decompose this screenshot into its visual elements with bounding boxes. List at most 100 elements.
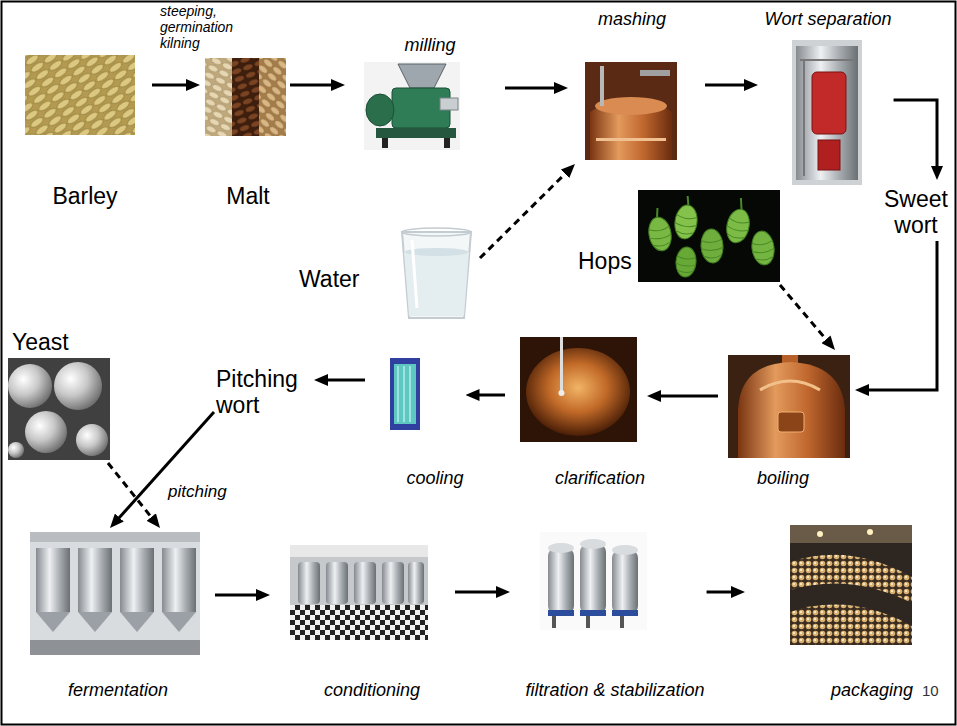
process-step: cooling xyxy=(365,350,466,495)
label-holder: 10 xyxy=(922,682,939,699)
step-label: filtration & stabilization xyxy=(525,680,704,701)
lauter-tun-photo xyxy=(812,72,846,134)
fermentation-tanks-photo xyxy=(78,612,112,632)
mill-machine xyxy=(382,138,388,148)
material-node: Sweet wort xyxy=(880,180,954,241)
mash-tun-photo xyxy=(600,66,604,106)
conditioning-cellar-photo xyxy=(290,545,428,640)
hops-photo xyxy=(655,208,659,217)
fermentation-tanks-photo xyxy=(30,532,200,655)
mill-machine xyxy=(364,62,460,150)
lauter-tun-photo xyxy=(800,59,854,61)
node-label: Hops xyxy=(578,248,632,274)
hops-photo xyxy=(648,226,673,248)
material-node: Water xyxy=(295,222,480,327)
hops-photo xyxy=(673,215,697,236)
hops-photo xyxy=(701,239,724,258)
mill-machine xyxy=(366,94,394,126)
material-node: Pitching wort xyxy=(214,365,314,421)
water-glass xyxy=(402,228,471,318)
hops-photo xyxy=(675,256,696,273)
water-glass xyxy=(402,232,471,318)
slide-number: 10 xyxy=(922,682,939,699)
conditioning-cellar-photo xyxy=(290,605,428,640)
bottling-line-photo xyxy=(790,525,912,543)
heat-exchanger xyxy=(394,364,416,424)
brew-kettle-photo xyxy=(728,355,850,458)
conditioning-cellar-photo xyxy=(408,562,424,604)
brew-kettle-photo xyxy=(760,381,820,390)
hops-photo xyxy=(751,241,775,262)
fermentation-tanks-photo xyxy=(162,612,196,632)
whirlpool-photo xyxy=(559,390,565,396)
hops-photo xyxy=(675,246,698,278)
barley-photo xyxy=(25,55,135,135)
step-label: cooling xyxy=(406,468,463,489)
yeast-photo xyxy=(8,358,110,460)
flow-arrow xyxy=(323,379,365,382)
lauter-tun-photo xyxy=(796,46,858,180)
heat-exchanger xyxy=(404,366,405,422)
whirlpool-photo xyxy=(526,348,630,436)
process-step: conditioning xyxy=(270,540,455,708)
yeast-photo xyxy=(25,411,67,453)
water-glass xyxy=(402,228,471,236)
filter-housings-photo xyxy=(612,610,638,616)
brew-kettle-photo xyxy=(778,412,804,432)
lauter-tun-photo xyxy=(792,40,862,185)
hops-photo xyxy=(673,195,701,241)
bottling-line-photo xyxy=(790,605,912,645)
fermentation-tanks-photo xyxy=(120,612,154,632)
filter-housings-photo xyxy=(548,610,574,616)
malt-photo xyxy=(232,58,259,136)
flow-arrow xyxy=(455,591,501,594)
filter-housings-photo xyxy=(552,616,556,628)
yeast-photo xyxy=(76,424,108,456)
step-label: fermentation xyxy=(68,680,168,701)
hops-photo xyxy=(700,228,724,263)
hops-photo xyxy=(750,230,777,267)
fermentation-tanks-photo xyxy=(36,548,70,612)
heat-exchanger xyxy=(390,358,420,430)
flow-arrow xyxy=(505,87,559,90)
hops-photo xyxy=(638,190,780,282)
fermentation-tanks-photo xyxy=(30,532,200,542)
flow-arrow xyxy=(215,594,261,597)
lauter-tun-photo xyxy=(803,60,805,176)
hops-photo xyxy=(739,198,744,209)
edge-label: pitching xyxy=(168,482,227,502)
conditioning-cellar-photo xyxy=(290,545,428,640)
mill-machine xyxy=(398,64,446,88)
step-label: Wort separation xyxy=(764,9,891,30)
conditioning-cellar-photo xyxy=(326,562,348,604)
node-label: Pitching wort xyxy=(216,366,312,419)
mash-tun-photo xyxy=(590,98,672,160)
mash-tun-photo xyxy=(640,70,670,76)
bottling-line-photo xyxy=(867,529,873,535)
flow-arrow xyxy=(705,84,749,87)
filter-housings-photo xyxy=(548,548,574,614)
node-label: Sweet wort xyxy=(880,186,952,239)
fermentation-tanks-photo xyxy=(120,548,154,612)
water-glass xyxy=(412,240,417,308)
process-step: milling xyxy=(345,33,505,155)
node-label: Yeast xyxy=(12,329,69,355)
process-step: packaging xyxy=(745,520,918,708)
heat-exchanger xyxy=(390,358,420,430)
process-step: mashing xyxy=(568,6,705,164)
filter-housings-photo xyxy=(580,544,606,614)
fermentation-tanks-photo xyxy=(36,612,70,632)
flow-arrow xyxy=(116,412,214,521)
lauter-tun-photo xyxy=(792,40,862,185)
flow-arrow xyxy=(152,84,191,87)
step-label: milling xyxy=(404,35,455,56)
conditioning-cellar-photo xyxy=(290,545,428,557)
barley-photo xyxy=(25,55,135,135)
whirlpool-photo xyxy=(560,337,563,392)
malt-photo xyxy=(205,58,232,136)
